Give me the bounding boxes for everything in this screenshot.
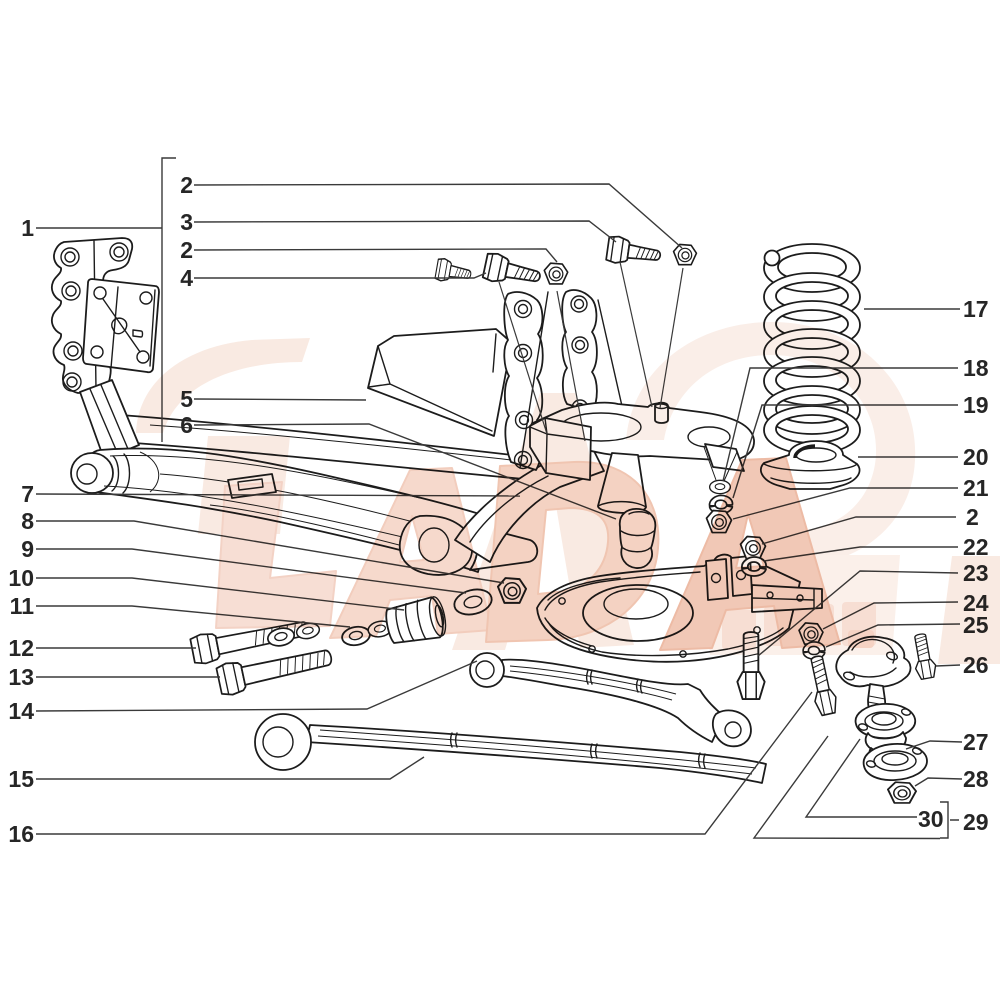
svg-text:16: 16 (8, 821, 34, 847)
svg-text:20: 20 (963, 444, 989, 470)
svg-text:27: 27 (963, 729, 989, 755)
svg-text:12: 12 (8, 635, 34, 661)
svg-text:8: 8 (21, 508, 34, 534)
svg-text:4: 4 (180, 265, 193, 291)
svg-text:7: 7 (21, 481, 34, 507)
svg-text:28: 28 (963, 766, 989, 792)
svg-text:22: 22 (963, 534, 989, 560)
svg-text:2: 2 (180, 237, 193, 263)
svg-text:14: 14 (8, 698, 34, 724)
svg-text:19: 19 (963, 392, 989, 418)
svg-text:17: 17 (963, 296, 989, 322)
svg-text:2: 2 (180, 172, 193, 198)
svg-text:3: 3 (180, 209, 193, 235)
svg-text:15: 15 (8, 766, 34, 792)
svg-text:18: 18 (963, 355, 989, 381)
svg-text:1: 1 (21, 215, 34, 241)
svg-text:2: 2 (966, 504, 979, 530)
svg-text:29: 29 (963, 809, 989, 835)
svg-text:9: 9 (21, 536, 34, 562)
svg-text:10: 10 (8, 565, 34, 591)
svg-text:11: 11 (10, 593, 35, 619)
svg-text:6: 6 (180, 412, 193, 438)
svg-text:21: 21 (963, 475, 989, 501)
svg-text:13: 13 (8, 664, 34, 690)
svg-text:30: 30 (918, 806, 944, 832)
